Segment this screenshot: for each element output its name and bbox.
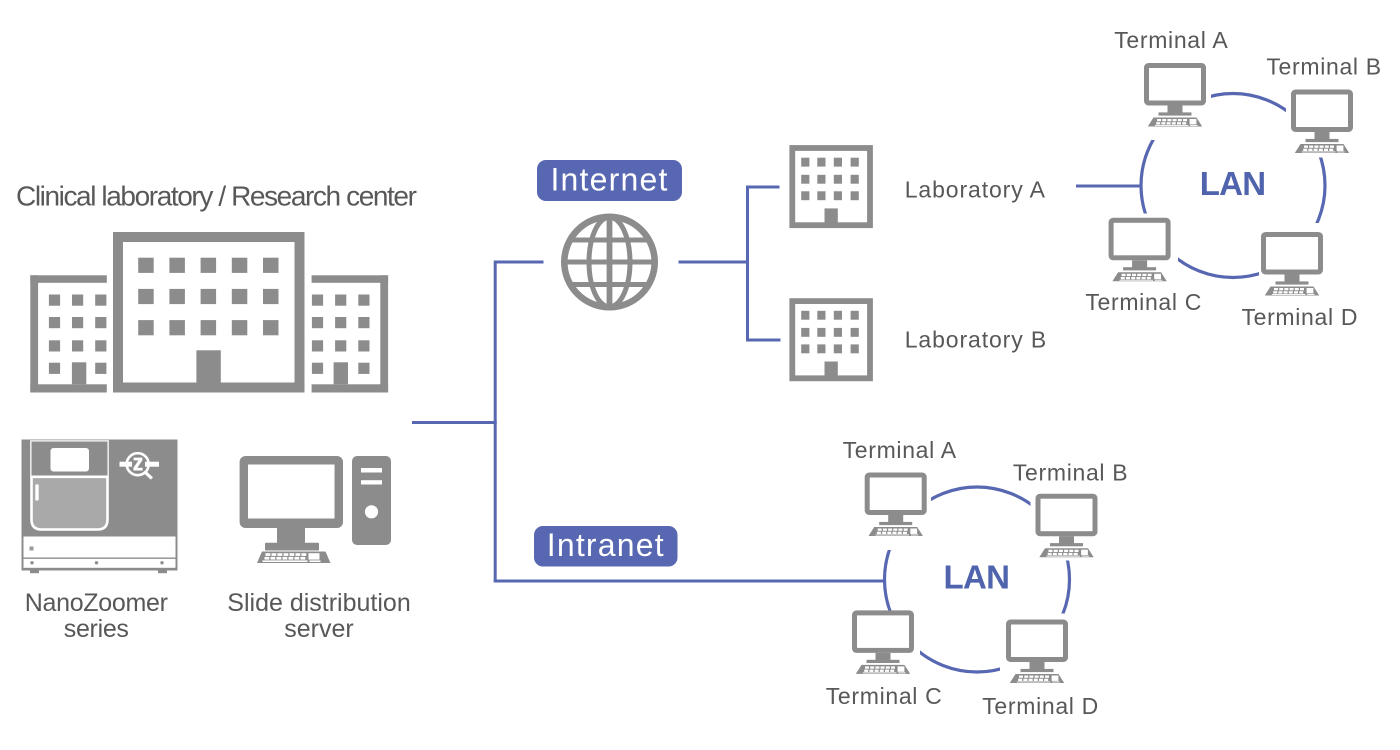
svg-text:Terminal A: Terminal A (843, 437, 957, 463)
svg-text:Terminal C: Terminal C (826, 683, 943, 709)
svg-text:NanoZoomer: NanoZoomer (25, 589, 168, 617)
svg-text:server: server (284, 615, 353, 643)
svg-text:Laboratory B: Laboratory B (905, 327, 1047, 353)
svg-text:Terminal D: Terminal D (982, 693, 1099, 719)
svg-text:LAN: LAN (1200, 165, 1266, 202)
svg-text:Terminal B: Terminal B (1266, 54, 1381, 80)
svg-text:Clinical laboratory / Research: Clinical laboratory / Research center (16, 181, 417, 212)
svg-text:Terminal A: Terminal A (1114, 27, 1228, 53)
svg-text:Laboratory A: Laboratory A (905, 177, 1046, 203)
svg-text:Terminal C: Terminal C (1085, 289, 1202, 315)
svg-text:Terminal B: Terminal B (1013, 460, 1128, 486)
svg-text:Slide distribution: Slide distribution (227, 589, 410, 617)
svg-text:LAN: LAN (944, 559, 1010, 596)
svg-text:Terminal D: Terminal D (1241, 304, 1358, 330)
svg-text:series: series (64, 615, 129, 643)
svg-text:Intranet: Intranet (547, 527, 665, 563)
svg-text:Internet: Internet (550, 162, 668, 198)
